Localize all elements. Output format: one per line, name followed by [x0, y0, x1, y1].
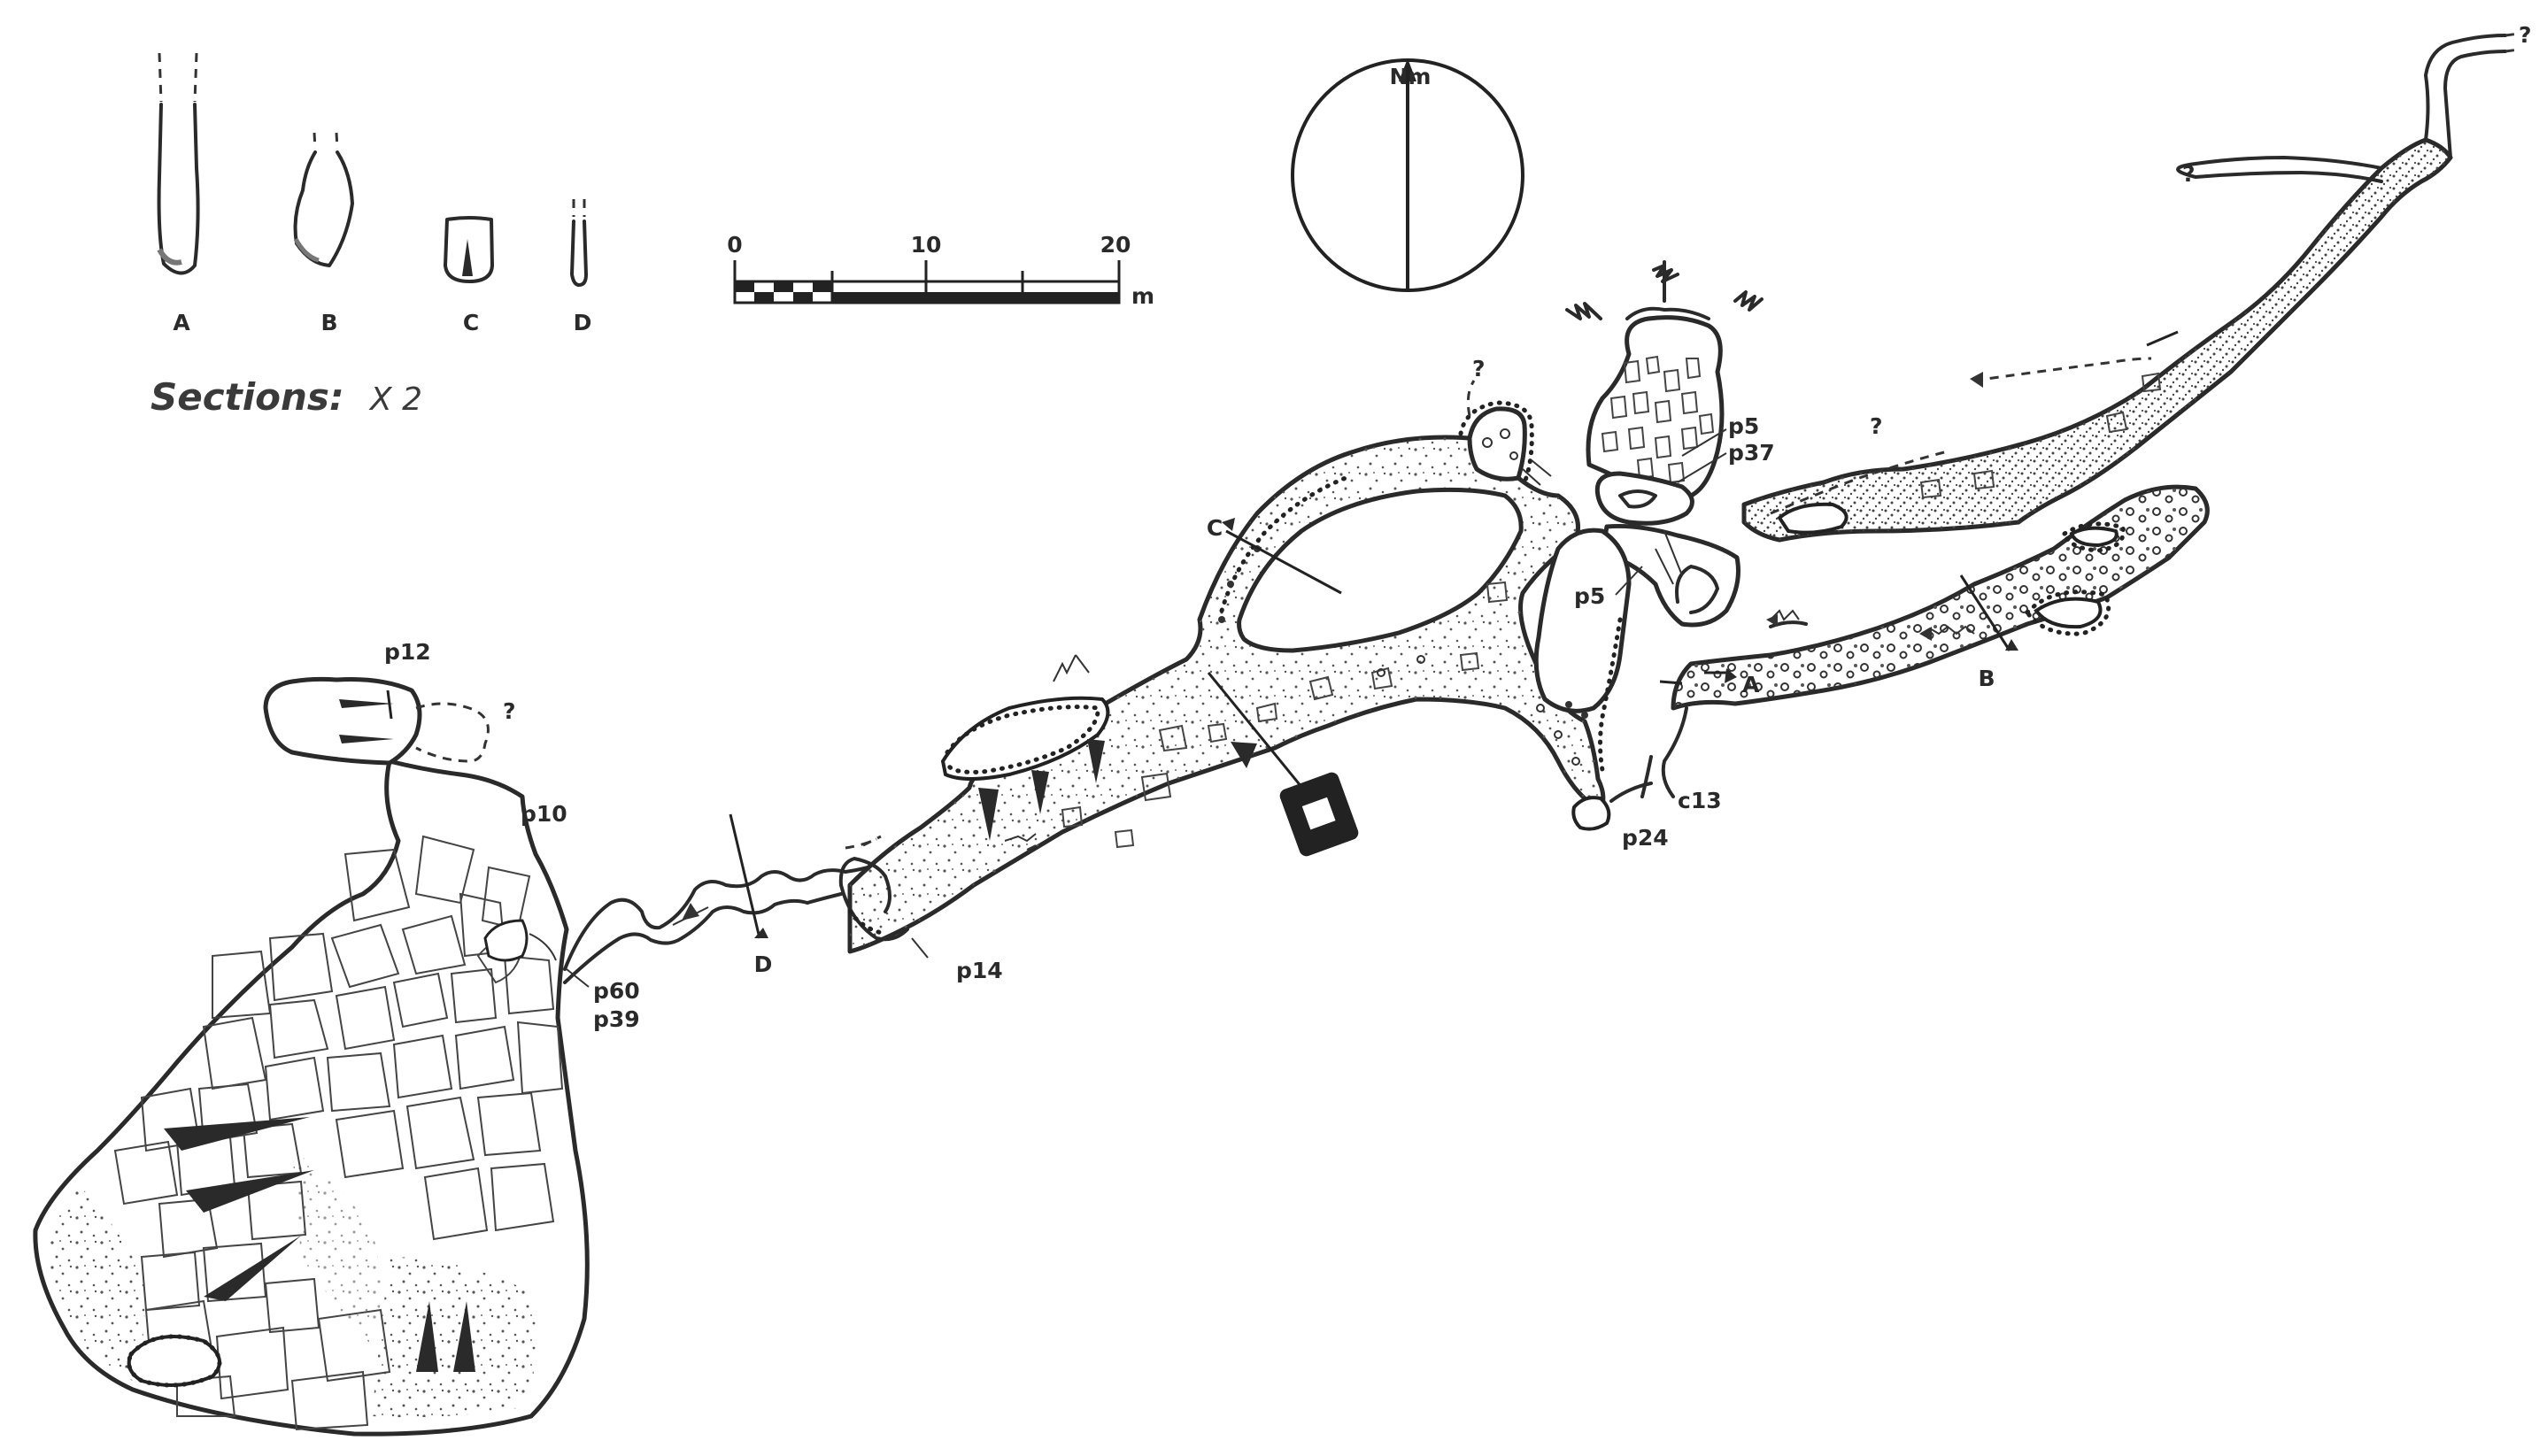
boulder-blocks [113, 835, 564, 1431]
station-p37: p37 [1728, 440, 1775, 466]
station-p14: p14 [956, 958, 1003, 983]
slope-arrows [164, 1117, 475, 1372]
label-leaders [566, 428, 1727, 988]
scale-tick-10: 10 [911, 232, 942, 258]
section-mark-a: A [1659, 668, 1760, 697]
station-p60: p60 [593, 978, 640, 1004]
section-a-profile [157, 52, 200, 275]
sections-legend: A B C D Sections: X 2 [151, 52, 592, 419]
section-mark-c: C [1207, 515, 1342, 595]
upper-appendix [263, 676, 490, 766]
middle-gallery [838, 435, 1606, 954]
station-p39: p39 [593, 1006, 640, 1032]
unknown-mark-3: ? [1870, 413, 1883, 439]
section-label-d: D [574, 310, 592, 335]
gallery-debris [1061, 545, 1580, 849]
station-p24: p24 [1622, 825, 1669, 851]
unknown-mark-4: ? [2182, 161, 2196, 187]
station-p5-lower: p5 [1574, 583, 1605, 609]
section-mark-b: B [1959, 574, 2018, 691]
connecting-passage [483, 835, 922, 984]
lower-side-chamber [1533, 528, 1632, 773]
section-label-a: A [173, 310, 190, 335]
section-mark-a-label: A [1742, 672, 1760, 697]
sections-scale-note: X 2 [368, 381, 422, 418]
lower-right-passage [1640, 484, 2210, 798]
section-label-b: B [320, 310, 337, 335]
scale-tick-0: 0 [727, 232, 742, 258]
station-p10: p10 [521, 801, 567, 827]
pillar-left [940, 696, 1110, 781]
station-p12: p12 [384, 639, 431, 665]
section-mark-d: D [729, 813, 773, 977]
section-mark-b-label: B [1978, 666, 1995, 691]
p24-boulder [1571, 782, 1653, 831]
sections-title: Sections: [151, 375, 344, 419]
north-arrow: Nm [1291, 58, 1524, 292]
station-labels: p12 p10 p60 p39 p14 p5 p37 p5 c13 p24 [384, 413, 1775, 1032]
section-mark-d-label: D [754, 951, 773, 977]
section-d-profile [570, 199, 588, 287]
central-shaft [1565, 260, 1764, 628]
scale-bar: 0 10 20 m [727, 232, 1154, 309]
station-p5-upper: p5 [1728, 413, 1759, 439]
section-mark-c-label: C [1207, 515, 1223, 541]
unknown-mark-2: ? [1472, 356, 1486, 381]
unknown-mark-1: ? [503, 698, 516, 724]
scale-tick-20: 20 [1100, 232, 1131, 258]
section-b-profile [293, 132, 354, 267]
scale-unit: m [1131, 283, 1154, 309]
station-c13: c13 [1678, 788, 1722, 813]
side-chamber-top [1458, 380, 1552, 486]
main-chamber [33, 759, 590, 1437]
unknown-marks: ? ? ? ? ? [503, 22, 2532, 724]
north-label: Nm [1390, 64, 1432, 89]
section-label-c: C [463, 310, 479, 335]
upper-right-passage [1741, 32, 2520, 543]
section-c-profile [444, 216, 494, 283]
unknown-mark-5: ? [2519, 22, 2532, 48]
